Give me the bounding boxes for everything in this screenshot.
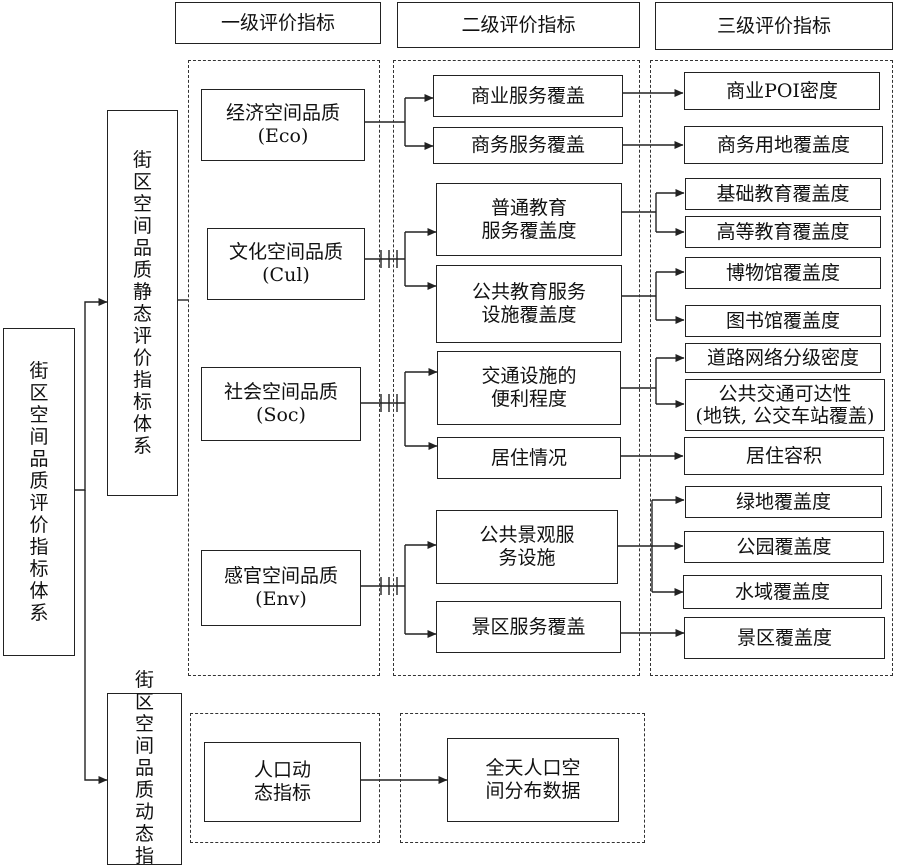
level3-road-network: 道路网络分级密度 xyxy=(685,343,881,373)
level1-population-dynamic: 人口动 态指标 xyxy=(204,742,361,822)
level1-cul: 文化空间品质 (Cul) xyxy=(207,228,365,300)
level3-public-transit: 公共交通可达性 (地铁, 公交车站覆盖) xyxy=(685,379,885,431)
level1-soc: 社会空间品质 (Soc) xyxy=(201,367,361,441)
header-level3: 三级评价指标 xyxy=(655,2,893,50)
dynamic-indicator-system: 街 区 空 间 品 质 动 态 指 标 xyxy=(107,669,182,868)
level3-water-coverage: 水域覆盖度 xyxy=(683,575,882,609)
level2-traffic-convenience: 交通设施的 便利程度 xyxy=(437,351,621,425)
level2-static-group xyxy=(393,60,640,676)
level1-dynamic-group xyxy=(190,713,380,843)
static-evaluation-system: 街 区 空 间 品 质 静 态 评 价 指 标 体 系 xyxy=(107,110,178,496)
level2-public-education: 公共教育服务 设施覆盖度 xyxy=(436,265,622,343)
level1-eco: 经济空间品质 (Eco) xyxy=(201,89,365,161)
level2-commercial-service: 商业服务覆盖 xyxy=(433,75,623,117)
level2-population-data: 全天人口空 间分布数据 xyxy=(447,738,619,822)
level1-env: 感官空间品质 (Env) xyxy=(201,550,361,626)
level2-business-service: 商务服务覆盖 xyxy=(433,127,623,164)
level3-basic-education: 基础教育覆盖度 xyxy=(685,178,881,210)
root-system: 街 区 空 间 品 质 评 价 指 标 体 系 xyxy=(3,328,75,656)
level3-park-coverage: 公园覆盖度 xyxy=(684,531,884,563)
level3-floor-area-ratio: 居住容积 xyxy=(684,437,884,475)
level3-library: 图书馆覆盖度 xyxy=(685,305,881,337)
header-level2: 二级评价指标 xyxy=(397,2,640,48)
level3-higher-education: 高等教育覆盖度 xyxy=(685,216,881,248)
level2-general-education: 普通教育 服务覆盖度 xyxy=(436,183,622,256)
level3-business-land: 商务用地覆盖度 xyxy=(684,126,883,164)
header-level1: 一级评价指标 xyxy=(175,2,381,44)
level2-landscape-facilities: 公共景观服 务设施 xyxy=(436,510,618,584)
level3-museum: 博物馆覆盖度 xyxy=(685,257,881,289)
level3-commercial-poi: 商业POI密度 xyxy=(684,72,880,110)
level2-residence: 居住情况 xyxy=(437,437,621,479)
level2-scenic-service: 景区服务覆盖 xyxy=(436,601,621,653)
level2-dynamic-group xyxy=(400,713,645,843)
level3-scenic-coverage: 景区覆盖度 xyxy=(684,617,885,659)
level3-static-group xyxy=(650,60,893,676)
level3-green-coverage: 绿地覆盖度 xyxy=(685,486,882,518)
level1-static-group xyxy=(188,60,380,676)
